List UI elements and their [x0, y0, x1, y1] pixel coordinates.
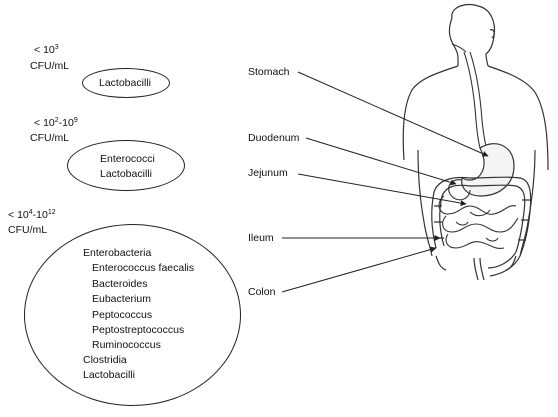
- concentration-label-small-intestine: < 102-109: [34, 117, 78, 129]
- concentration-label-stomach: < 103: [34, 44, 59, 56]
- pointer-lines: [281, 71, 489, 293]
- organ-label-jejunum: Jejunum: [248, 167, 288, 179]
- colon-shape: [431, 176, 532, 281]
- oval-item: Clostridia: [83, 354, 127, 366]
- oval-item: Ruminococcus: [92, 339, 161, 351]
- pointer-duodenum: [305, 137, 457, 186]
- conc-base2: 10: [62, 117, 74, 129]
- unit-label-stomach: CFU/mL: [30, 60, 70, 72]
- stomach-shape: [461, 143, 515, 197]
- oval-item: Enterococci: [100, 153, 155, 165]
- conc-exp: 2: [54, 117, 59, 124]
- organ-label-colon: Colon: [248, 286, 276, 298]
- conc-exp: 4: [28, 209, 33, 216]
- unit-label-small-intestine: CFU/mL: [30, 132, 70, 144]
- organ-label-ileum: Ileum: [248, 232, 274, 244]
- oval-item: Lactobacilli: [99, 77, 151, 89]
- conc-base2: 10: [36, 209, 48, 221]
- conc-exp2: 9: [73, 117, 78, 124]
- conc-base: 10: [43, 117, 55, 129]
- oval-item: Bacteroides: [92, 278, 148, 290]
- oval-item: Peptostreptococcus: [92, 324, 185, 336]
- small-intestine-bacteria-oval: Enterococci Lactobacilli: [67, 140, 185, 191]
- oval-item: Eubacterium: [92, 293, 151, 305]
- pointer-jejunum: [297, 173, 467, 207]
- oval-item: Lactobacilli: [100, 168, 152, 180]
- body-outline: [402, 3, 549, 271]
- unit-label-colon: CFU/mL: [8, 224, 48, 236]
- conc-prefix: <: [34, 117, 44, 129]
- organ-label-stomach: Stomach: [248, 66, 290, 78]
- pointer-colon: [281, 246, 437, 293]
- conc-sep: -: [32, 209, 37, 221]
- conc-exp2: 12: [47, 209, 56, 216]
- stomach-bacteria-oval: Lactobacilli: [82, 68, 170, 98]
- oval-item: Lactobacilli: [83, 369, 135, 381]
- conc-exp: 3: [54, 44, 59, 51]
- colon-bacteria-oval: Enterobacteria Enterococcus faecalis Bac…: [24, 224, 241, 406]
- pointer-stomach: [297, 71, 489, 157]
- oval-item: Enterococcus faecalis: [92, 262, 195, 274]
- oval-item: Peptococcus: [92, 309, 153, 321]
- organ-label-duodenum: Duodenum: [248, 132, 300, 144]
- esophagus: [451, 43, 487, 149]
- small-intestine: [438, 179, 519, 249]
- conc-prefix: <: [8, 209, 18, 221]
- conc-prefix: <: [34, 44, 44, 56]
- conc-base: 10: [17, 209, 29, 221]
- conc-sep: -: [58, 117, 63, 129]
- conc-base: 10: [43, 44, 55, 56]
- oval-item: Enterobacteria: [83, 247, 152, 259]
- concentration-label-colon: < 104-1012: [8, 209, 56, 221]
